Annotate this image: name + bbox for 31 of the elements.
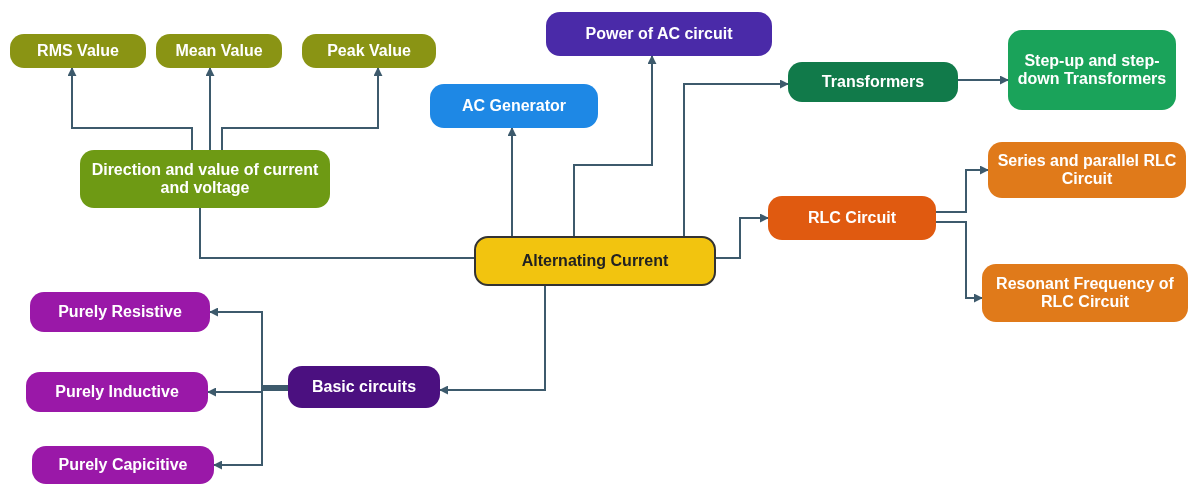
arrow [573, 55, 657, 237]
topic-box: Purely Resistive [30, 292, 210, 332]
arrow [221, 67, 383, 151]
topic-box: Transformers [788, 62, 958, 102]
topic-box: RMS Value [10, 34, 146, 68]
topic-box: Basic circuits [288, 366, 440, 408]
connector-line [199, 207, 475, 259]
topic-box: Purely Capicitive [32, 446, 214, 484]
arrow [957, 75, 1009, 85]
topic-box: Purely Inductive [26, 372, 208, 412]
arrow [205, 67, 215, 151]
arrow [67, 67, 193, 151]
topic-box: RLC Circuit [768, 196, 936, 240]
arrow [207, 387, 289, 397]
topic-box: Series and parallel RLC Circuit [988, 142, 1186, 198]
topic-box: Alternating Current [474, 236, 716, 286]
topic-box: AC Generator [430, 84, 598, 128]
topic-box: Step-up and step-down Transformers [1008, 30, 1176, 110]
topic-box: Resonant Frequency of RLC Circuit [982, 264, 1188, 322]
arrow [439, 285, 546, 395]
arrow [507, 127, 517, 237]
topic-box: Peak Value [302, 34, 436, 68]
topic-box: Power of AC circuit [546, 12, 772, 56]
arrow [683, 79, 789, 237]
arrow [209, 307, 289, 387]
arrow [935, 165, 989, 213]
arrow [935, 221, 983, 303]
topic-box: Direction and value of current and voltage [80, 150, 330, 208]
topic-box: Mean Value [156, 34, 282, 68]
arrow [715, 213, 769, 259]
arrow [213, 387, 289, 470]
